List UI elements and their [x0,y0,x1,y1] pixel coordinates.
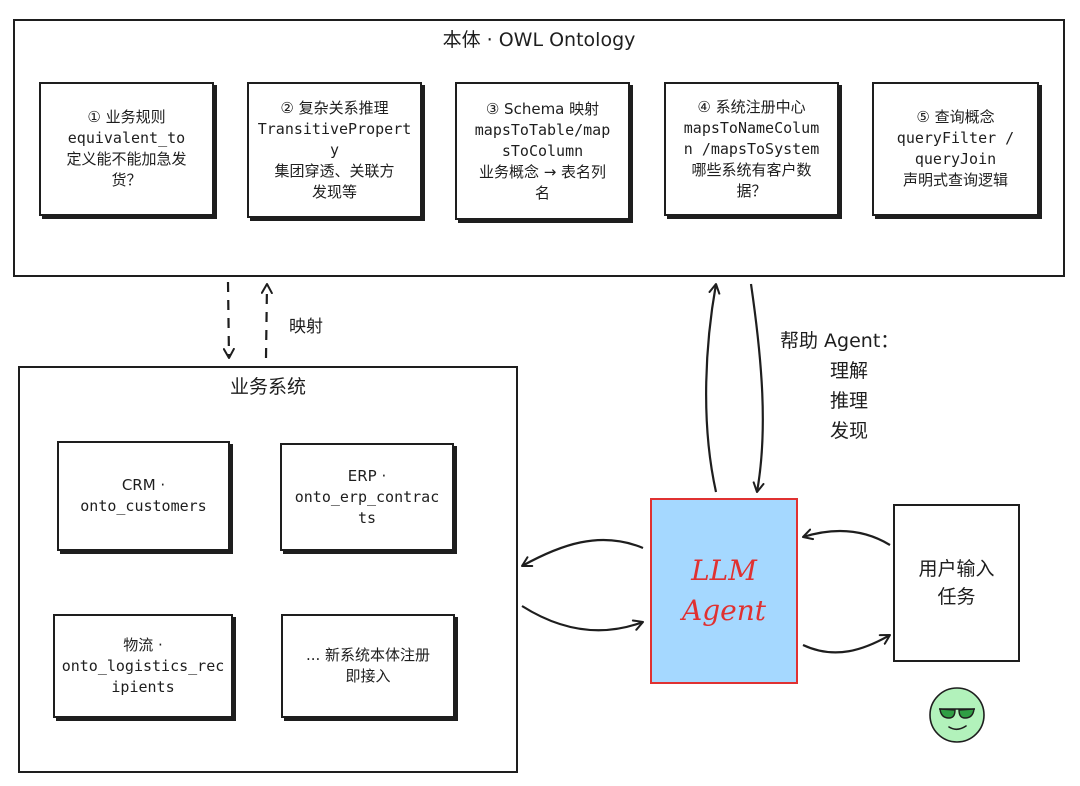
ontology-title: 本体 · OWL Ontology [442,29,636,51]
card-line: 名 [534,183,550,202]
card-text: ① 业务规则 equivalent_to 定义能不能加急发 货？ [66,107,186,191]
agent-to-ontology-arrow [705,283,721,493]
card-line: ② 复杂关系推理 [280,98,389,117]
card-line: ERP · [347,466,387,485]
card-line: ipients [111,677,175,696]
card-text: ③ Schema 映射 mapsToTable/map sToColumn 业务… [475,99,610,204]
system-card-erp: ERP · onto_erp_contrac ts [280,443,454,551]
card-line: CRM · [121,476,166,494]
card-line: ts [357,508,377,527]
card-line: ⑤ 查询概念 [916,108,995,126]
help-label-line: 推理 [830,390,869,412]
card-line: 声明式查询逻辑 [902,171,1008,189]
card-line: sToColumn [501,141,584,160]
card-line: 哪些系统有客户数 [691,160,812,179]
card-text: 物流 · onto_logistics_rec ipients [62,635,225,698]
help-label-line: 帮助 Agent： [780,330,900,352]
user-input-node: 用户输入 任务 [893,504,1020,662]
card-line: 集团穿透、关联方 [274,161,395,180]
agent-label-line: LLM [691,554,757,587]
card-text: ... 新系统本体注册 即接入 [306,645,430,687]
llm-agent-node: LLM Agent [650,498,798,684]
agent-to-user-arrow [802,634,891,654]
business-to-agent-arrow [521,605,644,632]
user-to-agent-arrow [802,528,891,546]
card-line: ... 新系统本体注册 [305,646,431,664]
card-line: y [329,140,340,159]
mapping-arrow-down [222,281,235,359]
card-line: onto_erp_contrac [294,487,440,506]
card-line: 即接入 [345,667,391,685]
system-card-logistics: 物流 · onto_logistics_rec ipients [53,614,233,718]
business-systems-title: 业务系统 [229,376,306,398]
agent-label-line: Agent [682,594,766,627]
card-line: ③ Schema 映射 [485,99,600,118]
agent-to-business-arrow [521,538,644,568]
card-line: 货？ [111,171,142,189]
card-line: 业务概念 → 表名列 [478,162,607,181]
card-line: queryFilter / [896,129,1015,147]
help-label-line: 理解 [830,360,869,382]
card-text: ④ 系统注册中心 mapsToNameColum n /mapsToSystem… [684,97,819,202]
card-text: ② 复杂关系推理 TransitivePropert y 集团穿透、关联方 发现… [258,98,412,203]
card-line: onto_customers [80,497,207,515]
help-label-line: 发现 [830,420,869,442]
ontology-card-relation-reasoning: ② 复杂关系推理 TransitivePropert y 集团穿透、关联方 发现… [247,82,422,218]
ontology-card-business-rules: ① 业务规则 equivalent_to 定义能不能加急发 货？ [39,82,214,216]
card-line: mapsToTable/map [474,120,611,139]
card-line: ④ 系统注册中心 [697,97,806,116]
user-label-line: 任务 [937,586,976,608]
help-label: 帮助 Agent： 理解 推理 发现 [780,326,930,446]
card-line: queryJoin [914,150,997,168]
card-line: n /mapsToSystem [683,139,820,158]
smiling-face-with-sunglasses-icon [929,687,985,743]
card-text: ⑤ 查询概念 queryFilter / queryJoin 声明式查询逻辑 [897,107,1014,191]
card-line: equivalent_to [67,129,186,147]
mapping-arrow-up [260,283,273,359]
card-line: 物流 · [123,635,163,654]
ontology-to-agent-arrow [749,283,765,493]
user-label-line: 用户输入 [918,558,995,580]
system-card-new-system: ... 新系统本体注册 即接入 [281,614,455,718]
ontology-card-query-concepts: ⑤ 查询概念 queryFilter / queryJoin 声明式查询逻辑 [872,82,1039,216]
card-line: mapsToNameColum [683,118,820,137]
card-line: 定义能不能加急发 [66,150,187,168]
card-line: ① 业务规则 [87,108,166,126]
mapping-label: 映射 [289,317,323,337]
ontology-card-system-registry: ④ 系统注册中心 mapsToNameColum n /mapsToSystem… [664,82,839,216]
card-line: 发现等 [311,182,357,201]
card-line: 据？ [736,181,767,200]
ontology-card-schema-mapping: ③ Schema 映射 mapsToTable/map sToColumn 业务… [455,82,630,220]
card-text: CRM · onto_customers [80,475,206,517]
card-line: TransitivePropert [257,119,412,138]
system-card-crm: CRM · onto_customers [57,441,230,551]
card-line: onto_logistics_rec [61,656,225,675]
card-text: ERP · onto_erp_contrac ts [295,466,440,529]
